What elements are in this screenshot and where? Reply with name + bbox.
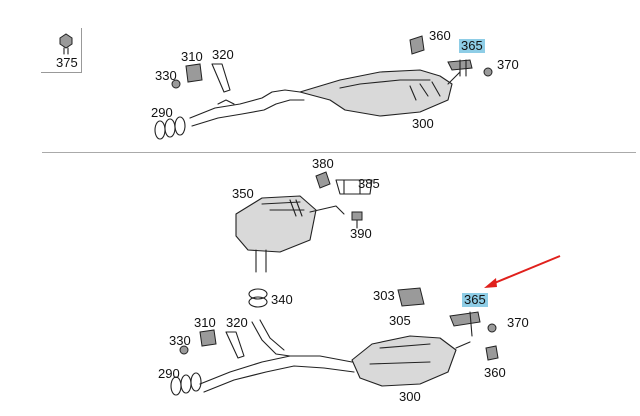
inset-box-375 — [41, 28, 82, 73]
part-label-303[interactable]: 303 — [373, 288, 395, 303]
top-bolt-370 — [483, 67, 493, 77]
top-bolt-330 — [171, 79, 181, 89]
bottom-clamp-290 — [170, 372, 202, 396]
top-muffler-300 — [299, 69, 461, 117]
part-label-310[interactable]: 310 — [181, 49, 203, 64]
red-arrow-icon — [484, 255, 561, 288]
bottom-muffler-300 — [351, 335, 471, 387]
part-label-370[interactable]: 370 — [497, 57, 519, 72]
part-label-350[interactable]: 350 — [232, 186, 254, 201]
bottom-bracket-320 — [225, 331, 245, 359]
part-label-365-highlighted[interactable]: 365 — [459, 38, 485, 53]
bottom-bracket-380-385 — [315, 171, 373, 195]
part-label-370[interactable]: 370 — [507, 315, 529, 330]
part-label-320[interactable]: 320 — [226, 315, 248, 330]
part-label-385[interactable]: 385 — [358, 176, 380, 191]
bottom-bolt-330 — [179, 345, 189, 355]
section-divider — [42, 152, 636, 153]
part-label-330[interactable]: 330 — [169, 333, 191, 348]
part-label-300[interactable]: 300 — [399, 389, 421, 404]
part-label-330[interactable]: 330 — [155, 68, 177, 83]
part-label-310[interactable]: 310 — [194, 315, 216, 330]
part-label-300[interactable]: 300 — [412, 116, 434, 131]
part-label-290[interactable]: 290 — [151, 105, 173, 120]
part-label-340[interactable]: 340 — [271, 292, 293, 307]
top-bracket-320 — [211, 63, 231, 93]
top-clamp-290 — [154, 116, 186, 140]
part-label-290[interactable]: 290 — [158, 366, 180, 381]
bottom-bolt-390 — [351, 211, 363, 229]
top-mount-310 — [185, 63, 203, 83]
bottom-bracket-360 — [485, 345, 499, 361]
part-label-305[interactable]: 305 — [389, 313, 411, 328]
top-pipe-front — [189, 89, 305, 127]
part-label-320[interactable]: 320 — [212, 47, 234, 62]
part-label-365-highlighted[interactable]: 365 — [462, 292, 488, 307]
part-label-390[interactable]: 390 — [350, 226, 372, 241]
top-hanger-365 — [447, 59, 473, 77]
part-label-375[interactable]: 375 — [56, 55, 78, 70]
part-label-360[interactable]: 360 — [484, 365, 506, 380]
bottom-mount-310 — [199, 329, 217, 347]
clip-375-icon — [59, 33, 73, 55]
bottom-muffler-350 — [235, 195, 345, 273]
bottom-hanger-303 — [397, 287, 425, 307]
bottom-clamp-340 — [248, 288, 268, 308]
part-label-380[interactable]: 380 — [312, 156, 334, 171]
top-bracket-360 — [409, 35, 425, 55]
part-label-360[interactable]: 360 — [429, 28, 451, 43]
bottom-bolt-370 — [487, 323, 497, 333]
bottom-pipes-front — [199, 319, 355, 393]
bottom-hanger-365 — [449, 311, 481, 337]
